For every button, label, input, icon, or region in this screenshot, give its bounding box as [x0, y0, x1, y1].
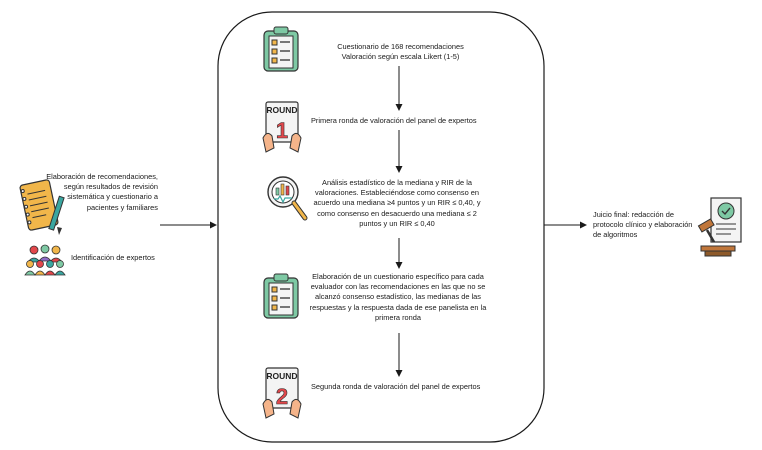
round-2-badge: ROUND — [266, 371, 297, 381]
clipboard-checklist-icon — [263, 26, 299, 72]
final-judgment-label: Juicio final: redacción de protocolo clí… — [593, 210, 693, 240]
experts-group-icon — [24, 244, 66, 276]
notebook-icon — [19, 179, 65, 235]
round-2-icon: ROUND 2 — [262, 367, 302, 419]
process-frame — [217, 11, 545, 443]
elaboration-label: Elaboración de recomendaciones, según re… — [46, 172, 158, 212]
clipboard-checklist-icon-2 — [263, 273, 299, 319]
round-1-label: Primera ronda de valoración del panel de… — [311, 116, 477, 125]
round-1-icon: ROUND 1 — [262, 101, 302, 153]
round-2-number: 2 — [276, 384, 288, 409]
round-2-label: Segunda ronda de valoración del panel de… — [311, 382, 481, 391]
gavel-document-icon — [697, 197, 742, 257]
round-1-number: 1 — [276, 118, 288, 143]
analysis-magnifier-icon — [267, 176, 308, 221]
round-1-badge: ROUND — [266, 105, 297, 115]
questionnaire-label: Cuestionario de 168 recomendaciones Valo… — [337, 42, 464, 62]
experts-label: Identificación de expertos — [71, 253, 155, 262]
analysis-label: Análisis estadístico de la mediana y RIR… — [313, 178, 481, 228]
specific-questionnaire-label: Elaboración de un cuestionario específic… — [309, 272, 487, 322]
